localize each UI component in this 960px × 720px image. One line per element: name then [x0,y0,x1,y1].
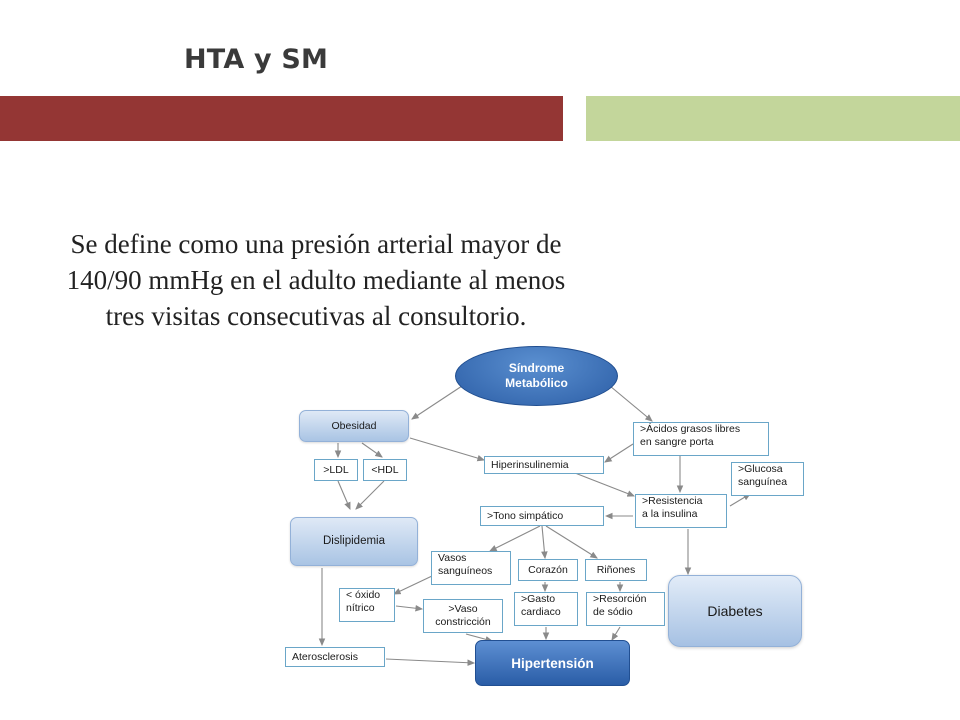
node-diabetes-label: Diabetes [707,602,763,619]
arrow-vasos-oxido [393,575,433,595]
node-acidos-label-1: >Ácidos grasos libres [640,423,741,435]
node-acidos-label-2: en sangre porta [640,436,714,448]
arrow-sm-obesidad [411,385,463,420]
node-resistencia-label-1: >Resistencia [642,495,703,507]
node-vasos-label-2: sanguíneos [438,565,493,577]
arrow-aterosclerosis-hipertension [385,658,476,666]
node-hdl: <HDL [363,459,407,481]
node-sindrome-label-2: Metabólico [505,376,568,390]
node-hiperinsulinemia-label: Hiperinsulinemia [491,458,569,471]
definition-text: Se define como una presión arterial mayo… [40,226,592,334]
node-dislipidemia: Dislipidemia [290,517,418,566]
definition-line-1: Se define como una presión arterial mayo… [70,229,562,259]
arrow-tono-rinones [545,525,598,559]
node-aterosclerosis-label: Aterosclerosis [292,650,358,663]
header-bar-red [0,96,563,141]
node-ldl: >LDL [314,459,358,481]
node-sindrome-label-1: Síndrome [508,361,565,375]
arrow-tono-corazon [541,525,548,560]
node-tono-simpatico: >Tono simpático [480,506,604,526]
node-resorcion-sodio: >Resorción de sódio [586,592,665,626]
node-acidos-grasos: >Ácidos grasos libres en sangre porta [633,422,769,456]
node-glucosa-label-2: sanguínea [738,476,788,488]
node-vasoconstriccion-label-1: >Vaso [448,603,478,615]
arrow-resorcion-hipertension [611,626,621,641]
node-corazon: Corazón [518,559,578,581]
node-hiperinsulinemia: Hiperinsulinemia [484,456,604,474]
node-oxido-label-2: nítrico [346,602,375,614]
node-hipertension-label: Hipertensión [511,655,594,671]
arrow-oxido-vasoconstriccion [395,604,424,612]
node-vasos-label-1: Vasos [438,552,467,564]
arrow-sm-acidos [609,385,653,422]
node-obesidad: Obesidad [299,410,409,442]
node-resistencia-label-2: a la insulina [642,508,698,520]
node-gasto-cardiaco: >Gasto cardiaco [514,592,578,626]
slide-title: HTA y SM [184,44,329,75]
node-resorcion-label-2: de sódio [593,606,633,618]
node-glucosa: >Glucosa sanguínea [731,462,804,496]
node-resorcion-label-1: >Resorción [593,593,647,605]
arrow-resistencia-glucosa [729,493,751,507]
definition-line-2: 140/90 mmHg en el adulto mediante al men… [66,265,566,295]
node-corazon-label: Corazón [528,563,568,576]
node-hipertension: Hipertensión [475,640,630,686]
node-aterosclerosis: Aterosclerosis [285,647,385,667]
node-tono-label: >Tono simpático [487,509,564,522]
arrow-vasoconstriccion-hipertension [465,633,494,643]
node-resistencia-insulina: >Resistencia a la insulina [635,494,727,528]
node-gasto-label-2: cardiaco [521,606,561,618]
definition-line-3: tres visitas consecutivas al consultorio… [105,301,527,331]
arrow-acidos-hiper [604,443,634,463]
arrow-ldl-dislipidemia [337,480,351,511]
node-sindrome-metabolico: Síndrome Metabólico [455,346,618,406]
arrow-obesidad-hdl [361,442,383,458]
arrow-hiper-resistencia [574,472,636,497]
node-dislipidemia-label: Dislipidemia [323,535,385,547]
node-vasoconstriccion-label-2: constricción [435,616,491,628]
node-ldl-label: >LDL [323,463,349,476]
node-hdl-label: <HDL [371,463,399,476]
node-rinones-label: Riñones [596,563,636,576]
node-glucosa-label-1: >Glucosa [738,463,783,475]
header-bar-green [586,96,960,141]
node-diabetes: Diabetes [668,575,802,647]
node-gasto-label-1: >Gasto [521,593,556,605]
arrow-tono-vasos [489,525,541,552]
node-vasoconstriccion: >Vaso constricción [423,599,503,633]
node-oxido-label-1: < óxido [346,589,381,601]
node-obesidad-label: Obesidad [331,419,377,432]
arrow-obesidad-hiper [409,437,486,462]
node-rinones: Riñones [585,559,647,581]
arrow-hdl-dislipidemia [355,480,385,510]
node-oxido-nitrico: < óxido nítrico [339,588,395,622]
node-vasos-sanguineos: Vasos sanguíneos [431,551,511,585]
